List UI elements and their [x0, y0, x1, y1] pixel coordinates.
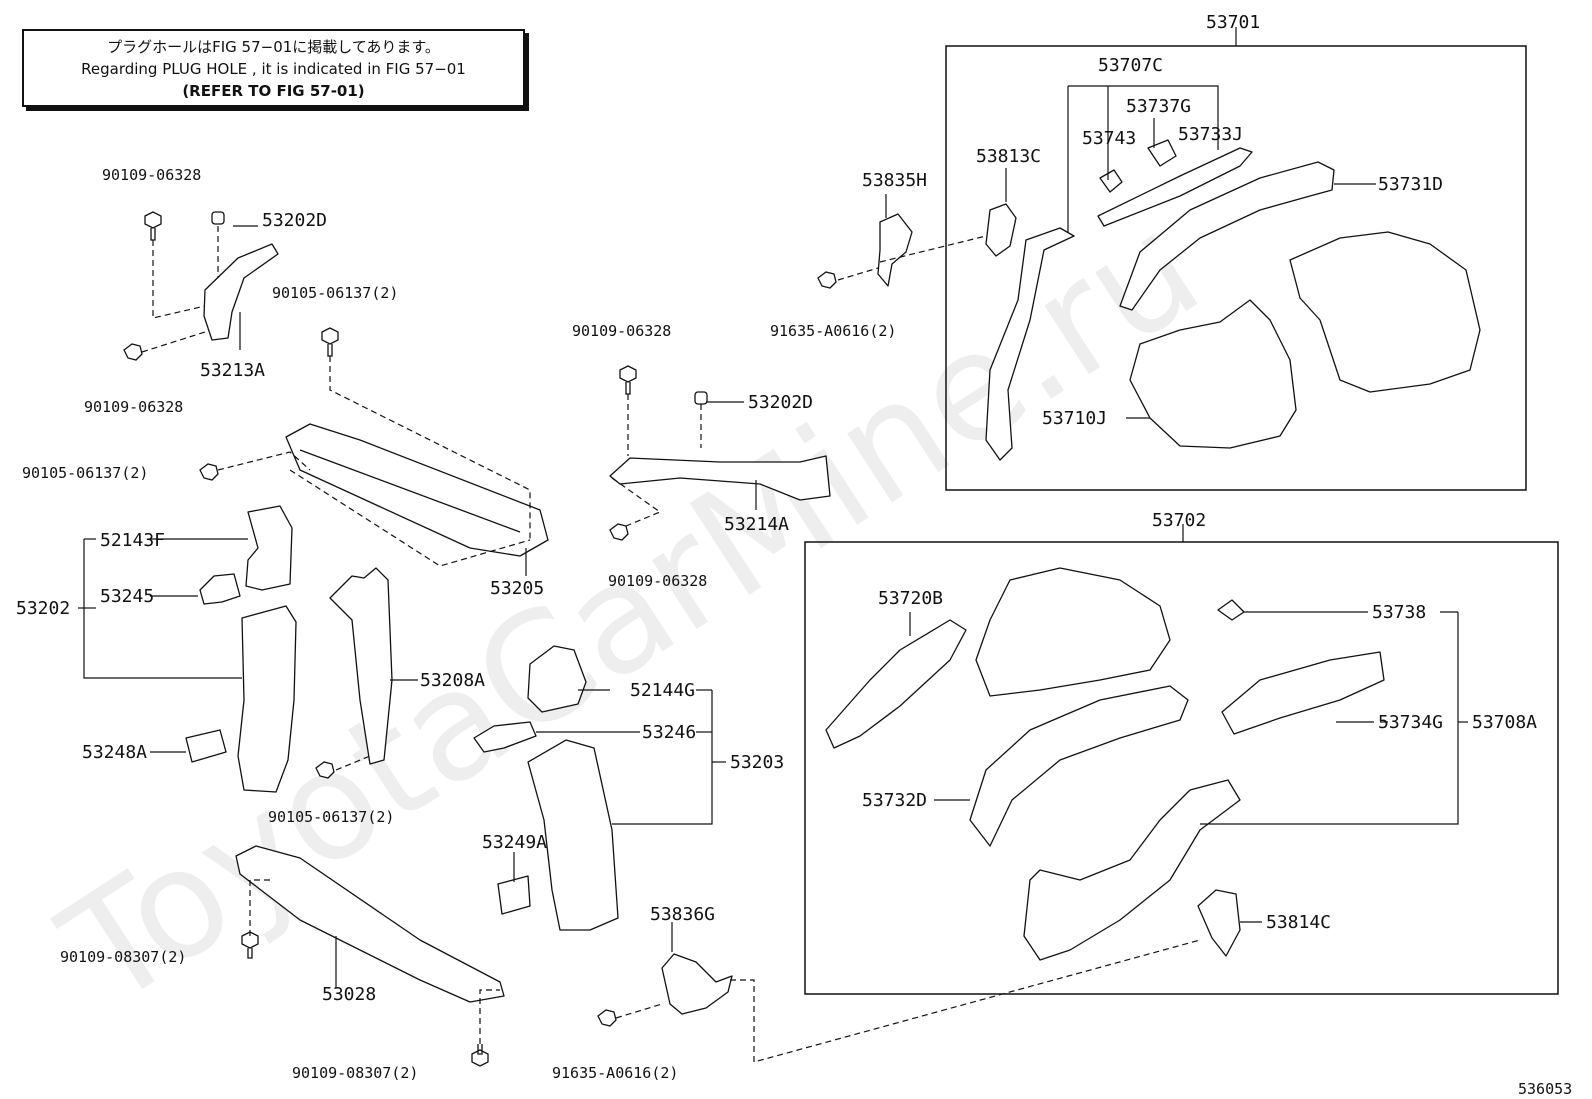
- label-53814C: 53814C: [1266, 912, 1331, 933]
- label-90105-06137-b: 90105-06137(2): [22, 464, 148, 482]
- bolt-90109-06328-a: [144, 211, 162, 241]
- label-90109-08307-b: 90109-08307(2): [292, 1064, 418, 1082]
- fasteners: [123, 211, 837, 1067]
- label-53202D-b: 53202D: [748, 392, 813, 413]
- part-53737G: [1147, 139, 1177, 167]
- part-53028: [235, 845, 505, 1003]
- part-53743: [1099, 169, 1123, 193]
- part-apron-53702: [975, 567, 1171, 697]
- label-91635-A0616-top: 91635-A0616(2): [770, 322, 896, 340]
- label-53731D: 53731D: [1378, 174, 1443, 195]
- label-53248A: 53248A: [82, 742, 147, 763]
- part-53246: [473, 721, 537, 753]
- label-52143F: 52143F: [100, 530, 165, 551]
- bolt-90109-06328-b: [123, 343, 143, 361]
- part-53202: [237, 605, 297, 793]
- part-53708A: [1023, 779, 1241, 961]
- label-53202: 53202: [16, 598, 70, 619]
- label-53208A: 53208A: [420, 670, 485, 691]
- part-53248A: [185, 729, 227, 763]
- part-53836G: [661, 953, 733, 1015]
- label-53249A: 53249A: [482, 832, 547, 853]
- label-53702: 53702: [1152, 510, 1206, 531]
- bolt-90105-06137-b: [199, 463, 219, 481]
- label-52144G: 52144G: [630, 680, 695, 701]
- figure-code: 536053: [1518, 1080, 1572, 1098]
- label-53202D-a: 53202D: [262, 210, 327, 231]
- nut-53202D-b: [694, 391, 708, 405]
- part-52144G: [527, 645, 587, 713]
- bolt-90105-06137-a: [321, 327, 339, 357]
- label-53707C: 53707C: [1098, 55, 1163, 76]
- part-53720B: [825, 619, 967, 749]
- part-53205: [285, 423, 549, 557]
- label-53737G: 53737G: [1126, 96, 1191, 117]
- part-53245: [199, 573, 241, 605]
- part-53707C: [985, 227, 1075, 461]
- label-53708A: 53708A: [1472, 712, 1537, 733]
- label-90109-06328-d: 90109-06328: [608, 572, 707, 590]
- label-53734G: 53734G: [1378, 712, 1443, 733]
- bolt-90109-06328-d: [609, 523, 629, 541]
- label-53743: 53743: [1082, 128, 1136, 149]
- label-53245: 53245: [100, 586, 154, 607]
- bolt-90105-06137-c: [315, 761, 335, 779]
- bolt-90109-06328-c: [619, 365, 637, 395]
- leader-lines: [78, 85, 1468, 988]
- part-53734G: [1221, 651, 1385, 735]
- note-refer-text: (REFER TO FIG 57-01): [182, 82, 365, 100]
- part-53733J: [1097, 147, 1253, 227]
- label-53813C: 53813C: [976, 146, 1041, 167]
- note-english-text: Regarding PLUG HOLE , it is indicated in…: [81, 60, 466, 78]
- label-53205: 53205: [490, 578, 544, 599]
- label-53720B: 53720B: [878, 588, 943, 609]
- note-japanese-text: プラグホールはFIG 57−01に掲載してあります。: [107, 38, 440, 56]
- bolt-90109-08307-b: [471, 1044, 489, 1067]
- reference-note-box: プラグホールはFIG 57−01に掲載してあります。 Regarding PLU…: [22, 29, 525, 107]
- part-53732D: [969, 685, 1189, 847]
- group-box-53702: [804, 541, 1559, 995]
- part-53738: [1217, 599, 1245, 621]
- part-53214A: [609, 455, 831, 501]
- label-53835H: 53835H: [862, 170, 927, 191]
- label-53246: 53246: [642, 722, 696, 743]
- label-90109-06328-b: 90109-06328: [84, 398, 183, 416]
- label-53203: 53203: [730, 752, 784, 773]
- part-53731D: [1119, 161, 1335, 311]
- label-53214A: 53214A: [724, 514, 789, 535]
- bolt-91635-A0616-a: [817, 271, 837, 289]
- part-52143F: [245, 505, 293, 591]
- part-53813C: [985, 203, 1017, 257]
- label-53738: 53738: [1372, 602, 1426, 623]
- label-91635-A0616-bot: 91635-A0616(2): [552, 1064, 678, 1082]
- label-53710J: 53710J: [1042, 408, 1107, 429]
- label-53701: 53701: [1206, 12, 1260, 33]
- part-53203: [527, 739, 619, 931]
- label-90105-06137-c: 90105-06137(2): [268, 808, 394, 826]
- label-90109-06328-a: 90109-06328: [102, 166, 201, 184]
- part-53835H: [877, 213, 913, 287]
- part-53814C: [1197, 889, 1241, 957]
- label-53213A: 53213A: [200, 360, 265, 381]
- part-53249A: [497, 875, 531, 915]
- part-53213A: [203, 243, 279, 341]
- assembly-lines: [141, 226, 1201, 1063]
- bolt-91635-A0616-b: [597, 1009, 617, 1027]
- label-53733J: 53733J: [1178, 124, 1243, 145]
- label-53732D: 53732D: [862, 790, 927, 811]
- label-53836G: 53836G: [650, 904, 715, 925]
- label-90105-06137-a: 90105-06137(2): [272, 284, 398, 302]
- part-apron-53701: [1289, 231, 1481, 393]
- label-53028: 53028: [322, 984, 376, 1005]
- nut-53202D-a: [211, 211, 225, 225]
- label-90109-06328-c: 90109-06328: [572, 322, 671, 340]
- label-90109-08307-a: 90109-08307(2): [60, 948, 186, 966]
